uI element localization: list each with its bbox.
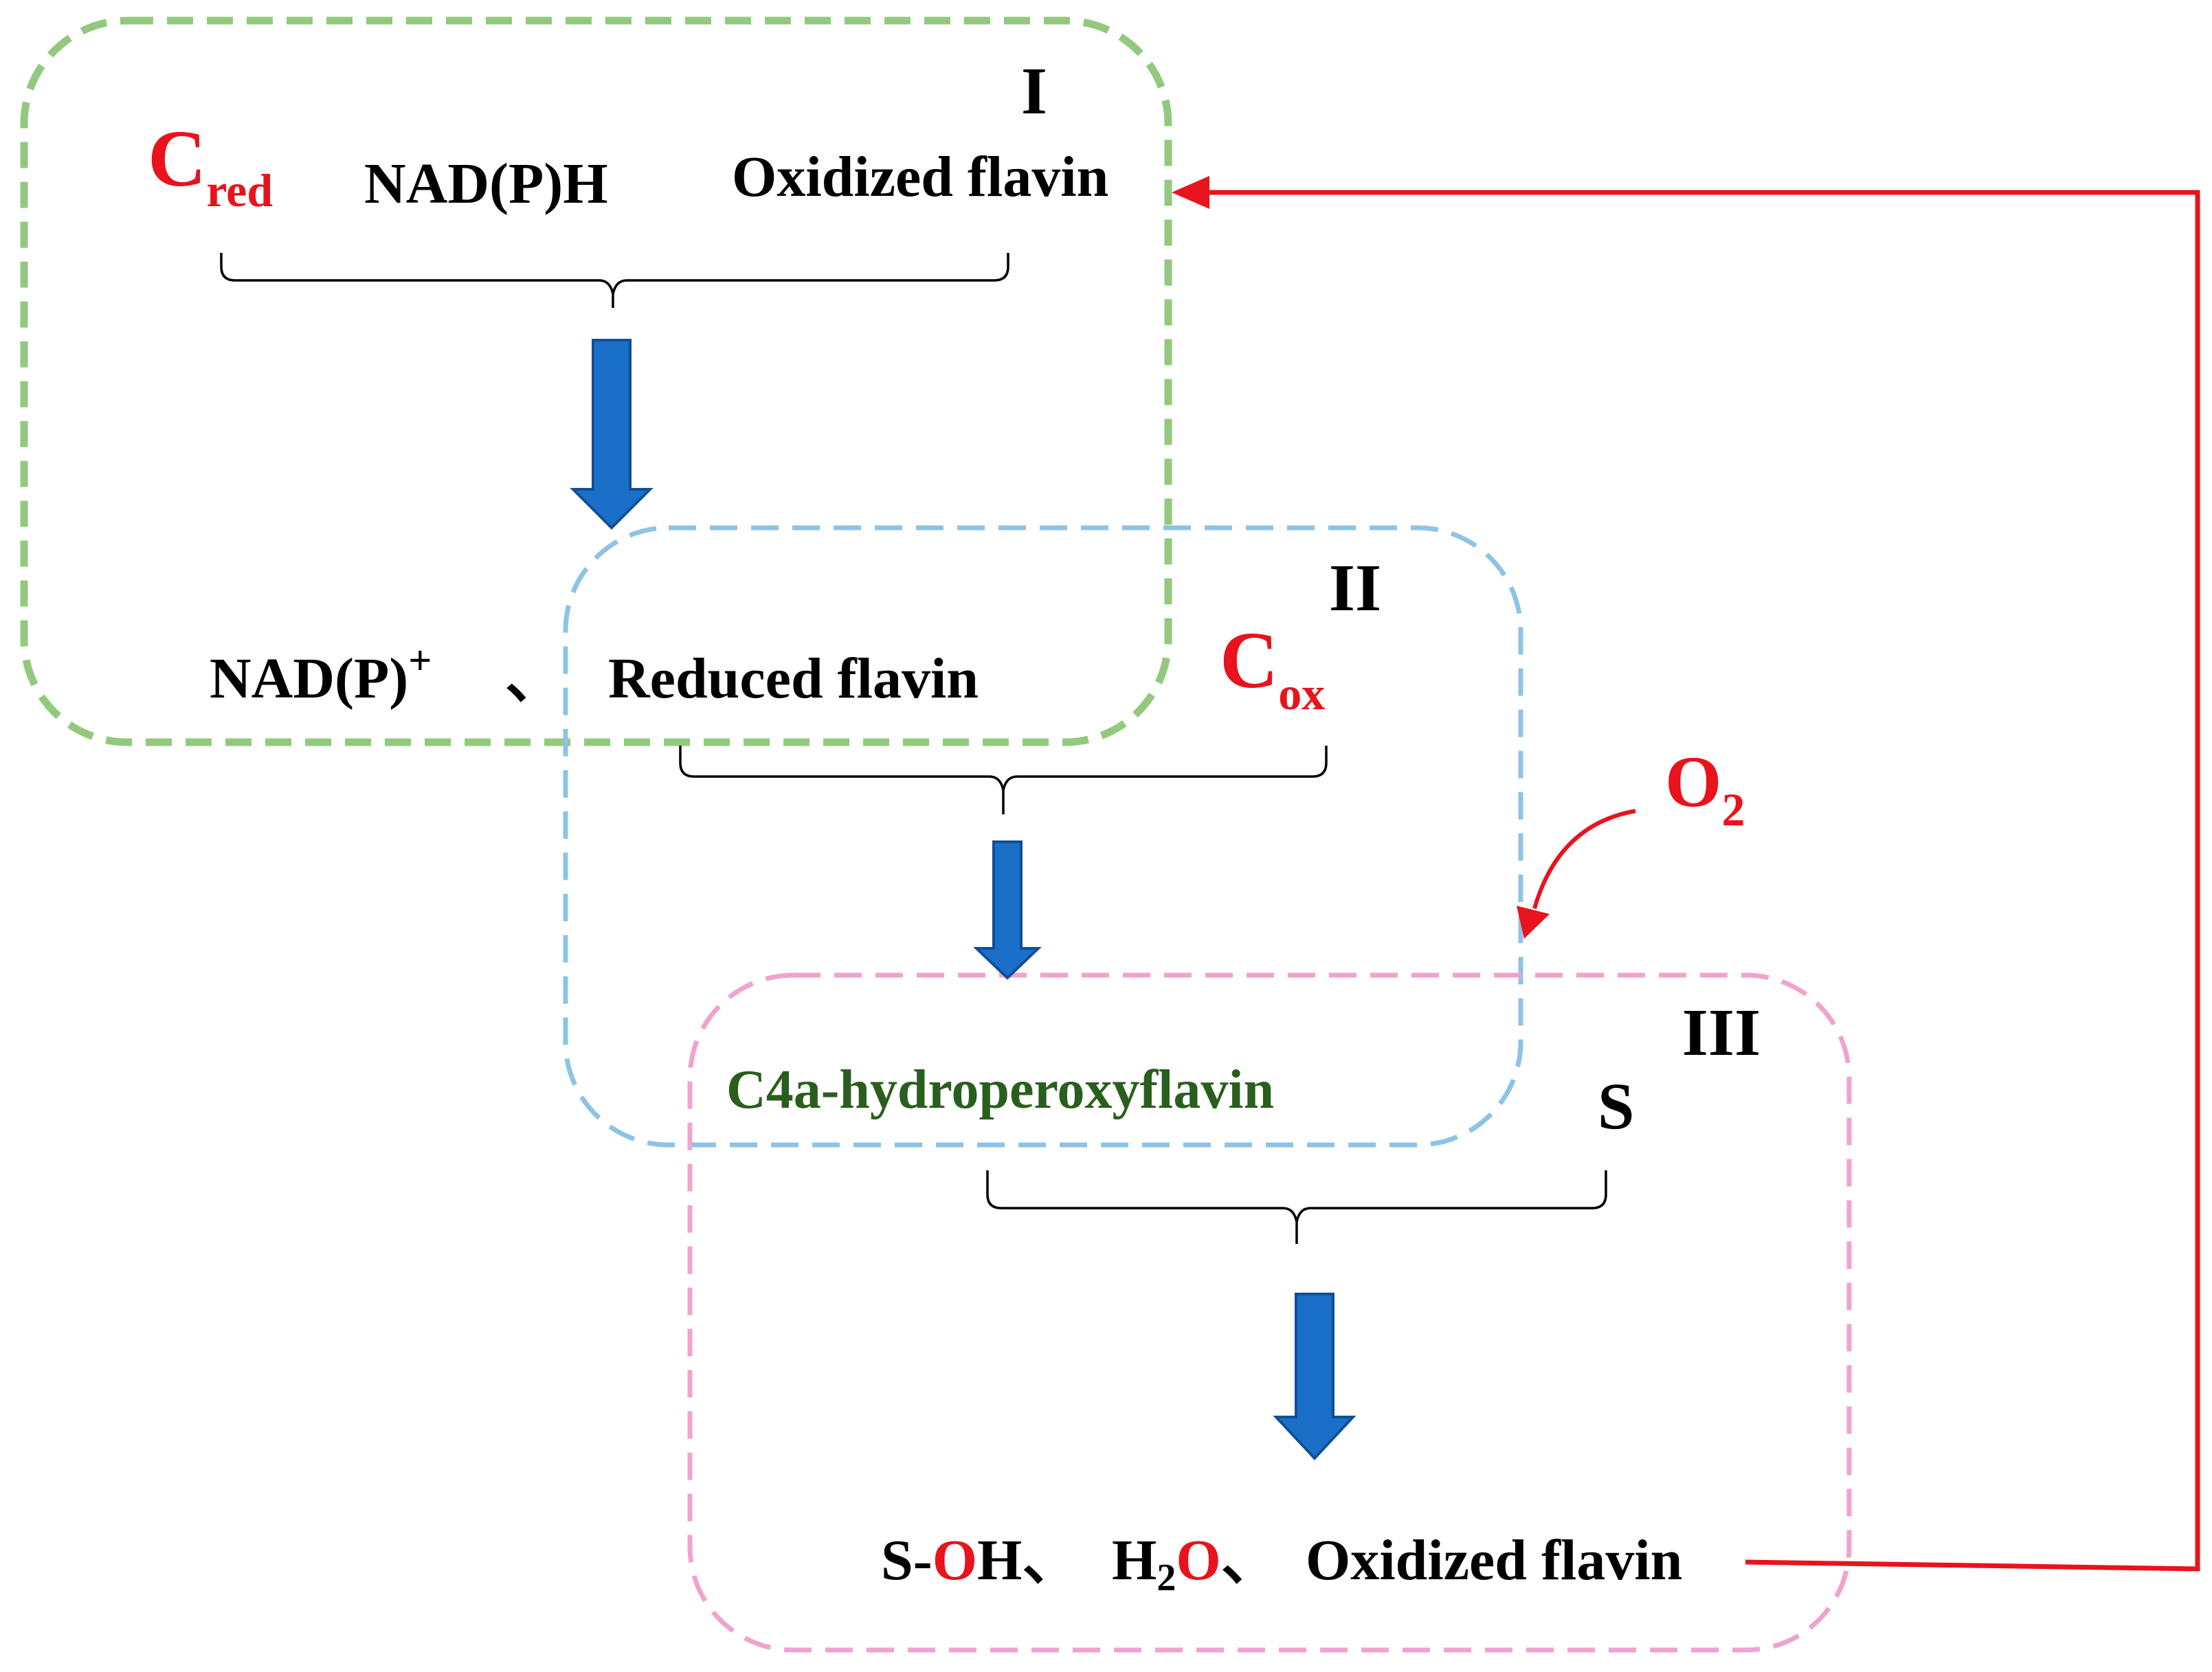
c4a-hydroperoxyflavin-label: C4a-hydroperoxyflavin xyxy=(726,1060,1274,1120)
stage-I-box xyxy=(20,16,1172,746)
nadp-superscript: + xyxy=(408,638,432,683)
stage-II-box xyxy=(563,525,1523,1148)
separator-comma-1: 、 xyxy=(505,647,563,711)
c-red-label: Cred xyxy=(148,113,273,216)
oxygen-label: O2 xyxy=(1665,742,1745,836)
oxidized-flavin-label: Oxidized flavin xyxy=(732,145,1108,209)
nadp-plus-label: NAD(P)+ xyxy=(210,638,432,711)
stage-III-box xyxy=(687,972,1852,1653)
c-red-base: C xyxy=(148,113,206,203)
nadph-label: NAD(P)H xyxy=(364,152,608,216)
stage-III-numeral: III xyxy=(1682,996,1761,1070)
recycle-arrowhead xyxy=(1172,176,1209,209)
reduced-flavin-label: Reduced flavin xyxy=(608,647,979,711)
oxygen-subscript: 2 xyxy=(1721,783,1745,836)
c-ox-subscript: ox xyxy=(1278,667,1325,720)
oxygen-arrowhead xyxy=(1517,906,1550,939)
water-label: H2O、 xyxy=(1112,1528,1279,1599)
s-oh-prefix: S- xyxy=(881,1528,932,1592)
separator-comma-3: 、 xyxy=(1221,1528,1279,1592)
c-ox-base: C xyxy=(1220,615,1278,705)
down-arrow-1 xyxy=(570,339,653,530)
s-oh-hydrogen: H xyxy=(977,1528,1022,1592)
products-row: S-OH、 xyxy=(881,1528,1080,1592)
water-oxygen: O xyxy=(1176,1528,1220,1592)
water-subscript: 2 xyxy=(1157,1557,1176,1599)
c-ox-label: Cox xyxy=(1220,615,1325,720)
c-red-subscript: red xyxy=(206,164,273,216)
down-arrow-2 xyxy=(973,840,1042,980)
brace-stage-I xyxy=(220,253,1009,308)
nadp-base: NAD(P) xyxy=(210,647,408,711)
s-oh-oxygen: O xyxy=(932,1528,977,1592)
stage-I-numeral: I xyxy=(1021,54,1047,129)
brace-stage-II xyxy=(679,746,1328,814)
substrate-s-label: S xyxy=(1598,1069,1634,1143)
oxygen-curved-arrow xyxy=(1532,809,1636,909)
down-arrow-3 xyxy=(1273,1293,1356,1460)
water-hydrogen: H xyxy=(1112,1528,1157,1592)
oxygen-base: O xyxy=(1665,742,1721,822)
recycle-line xyxy=(1203,190,2200,1572)
separator-comma-2: 、 xyxy=(1022,1528,1080,1592)
stage-II-numeral: II xyxy=(1329,551,1381,625)
brace-stage-III xyxy=(986,1170,1607,1244)
product-oxidized-flavin-label: Oxidized flavin xyxy=(1306,1528,1682,1592)
